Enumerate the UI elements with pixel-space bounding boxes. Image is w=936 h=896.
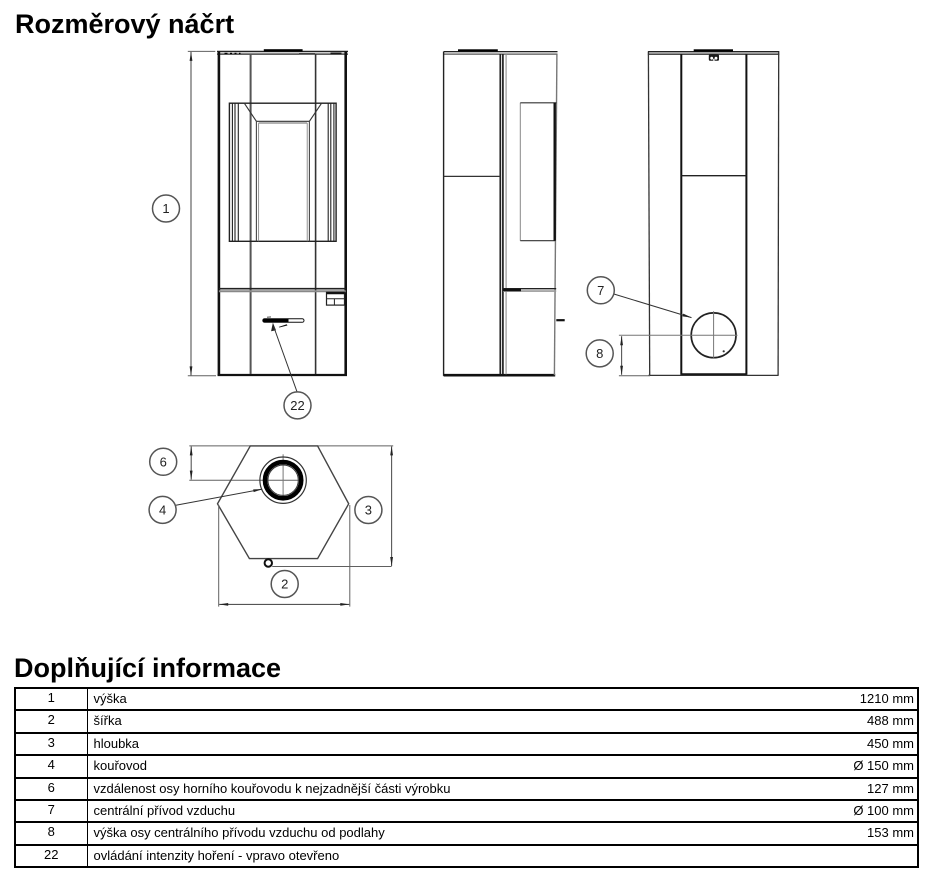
svg-text:2: 2 <box>281 577 288 592</box>
svg-text:1: 1 <box>162 201 169 216</box>
svg-text:8: 8 <box>596 346 603 361</box>
svg-text:4: 4 <box>159 503 166 518</box>
svg-text:7: 7 <box>597 283 604 298</box>
svg-text:6: 6 <box>160 454 167 469</box>
svg-text:3: 3 <box>365 503 372 518</box>
svg-text:22: 22 <box>290 398 304 413</box>
